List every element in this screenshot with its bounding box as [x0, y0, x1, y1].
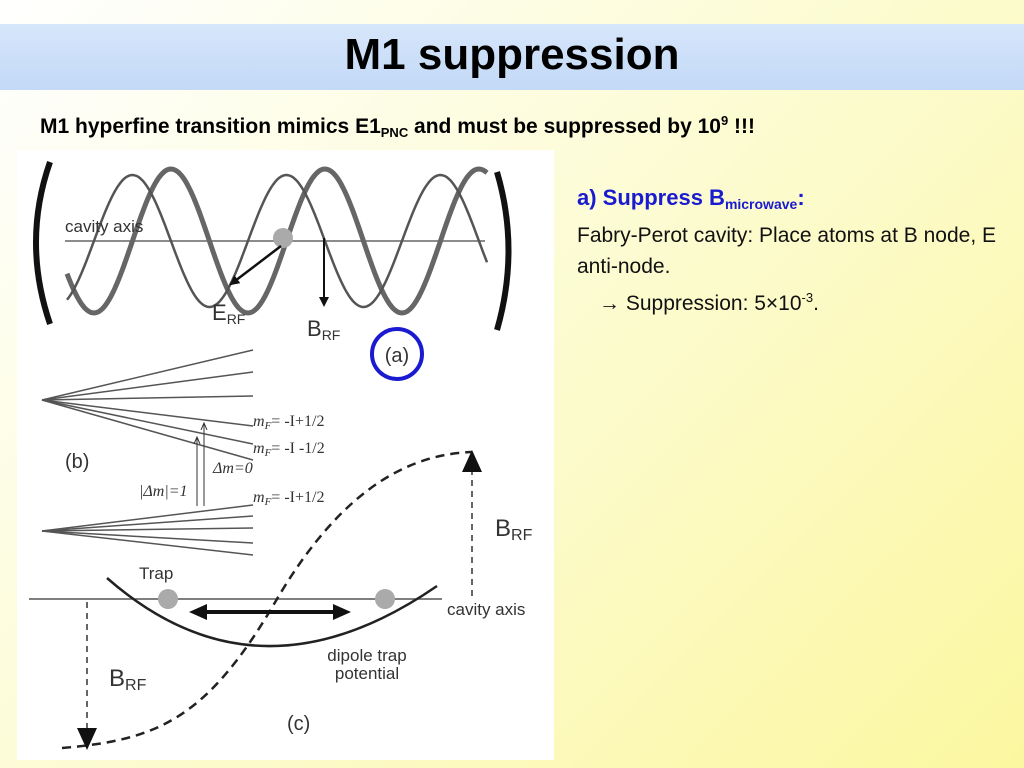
level-line	[41, 399, 254, 427]
subtitle-sub: PNC	[380, 125, 409, 140]
panel-a-label: (a)	[385, 345, 409, 367]
highlight-circle	[370, 327, 424, 381]
title-bar	[0, 24, 1024, 90]
level-line	[41, 527, 254, 532]
fabry-perot-text: Fabry-Perot cavity: Place atoms at B nod…	[577, 224, 997, 278]
mf-label-upper: mF= -I+1/2	[253, 413, 324, 432]
b-rf-label-a: BRF	[307, 316, 340, 343]
atom-c-left	[158, 589, 178, 609]
suppression-line: → Suppression: 5×10-3.	[577, 282, 1007, 319]
panel-c-label: (c)	[287, 713, 310, 735]
dipole-label-line2: potential	[335, 664, 399, 683]
double-arrow-right-head	[333, 604, 351, 620]
mf-label-lower: mF= -I+1/2	[253, 489, 324, 508]
level-line	[41, 371, 254, 401]
physics-figure: cavity axis ERF BRF (a) mF= -I+1/2	[17, 150, 554, 760]
double-arrow-left-head	[189, 604, 207, 620]
panel-a: cavity axis ERF BRF (a)	[33, 161, 512, 381]
level-line	[41, 399, 254, 445]
e-field-arrow	[229, 245, 282, 286]
suppression-exp: -3	[801, 290, 814, 305]
subtitle-part2: and must be suppressed by 10	[408, 115, 721, 138]
atom-c-right	[375, 589, 395, 609]
level-line	[41, 395, 254, 401]
level-line	[41, 399, 254, 461]
e-rf-label: ERF	[212, 300, 245, 327]
delta-m1-label: |Δm|=1	[139, 483, 188, 500]
level-line	[41, 504, 254, 532]
subtitle-part1: M1 hyperfine transition mimics E1	[40, 115, 381, 138]
slide-title: M1 suppression	[344, 30, 680, 79]
explanation-text: a) Suppress Bmicrowave: Fabry-Perot cavi…	[577, 182, 1007, 319]
heading-sub: microwave	[724, 196, 798, 212]
level-line	[41, 530, 254, 556]
b-rf-down-head	[77, 728, 97, 750]
panel-c: Trap cavity axis dipole trap potential B…	[29, 450, 533, 750]
b-rf-dashed-wave	[61, 450, 473, 750]
atom-a	[273, 228, 293, 248]
panel-b: mF= -I+1/2 mF= -I -1/2 mF= -I+1/2 Δm=0 |…	[41, 349, 325, 556]
trap-label: Trap	[139, 564, 173, 583]
figure-svg: cavity axis ERF BRF (a) mF= -I+1/2	[29, 161, 533, 750]
slide-subtitle: M1 hyperfine transition mimics E1PNC and…	[40, 113, 755, 140]
subtitle-sup: 9	[720, 113, 729, 128]
heading-colon: :	[797, 185, 805, 210]
b-rf-label-right: BRF	[495, 515, 533, 544]
cavity-axis-label-c: cavity axis	[447, 600, 525, 619]
right-mirror	[494, 171, 512, 331]
e-field-wave	[64, 166, 489, 316]
arrow-icon: →	[599, 292, 620, 315]
suppress-heading: a) Suppress Bmicrowave:	[577, 182, 1007, 220]
mf-label-middle: mF= -I -1/2	[253, 440, 325, 459]
cavity-axis-label-a: cavity axis	[65, 217, 143, 236]
level-line	[41, 530, 254, 544]
left-mirror	[33, 161, 53, 325]
subtitle-part3: !!!	[728, 115, 756, 138]
b-rf-up-head	[462, 450, 482, 472]
suppression-label: Suppression: 5×10	[620, 292, 802, 315]
heading-main: a) Suppress B	[577, 185, 725, 210]
suppression-end: .	[813, 292, 819, 315]
b-rf-label-left: BRF	[109, 665, 147, 694]
b-field-wave	[66, 173, 489, 309]
delta-m0-label: Δm=0	[212, 460, 253, 477]
dipole-trap-potential	[106, 577, 438, 648]
level-line	[41, 515, 254, 532]
dipole-label-line1: dipole trap	[327, 646, 406, 665]
level-line	[41, 349, 254, 401]
panel-b-label: (b)	[65, 451, 89, 473]
